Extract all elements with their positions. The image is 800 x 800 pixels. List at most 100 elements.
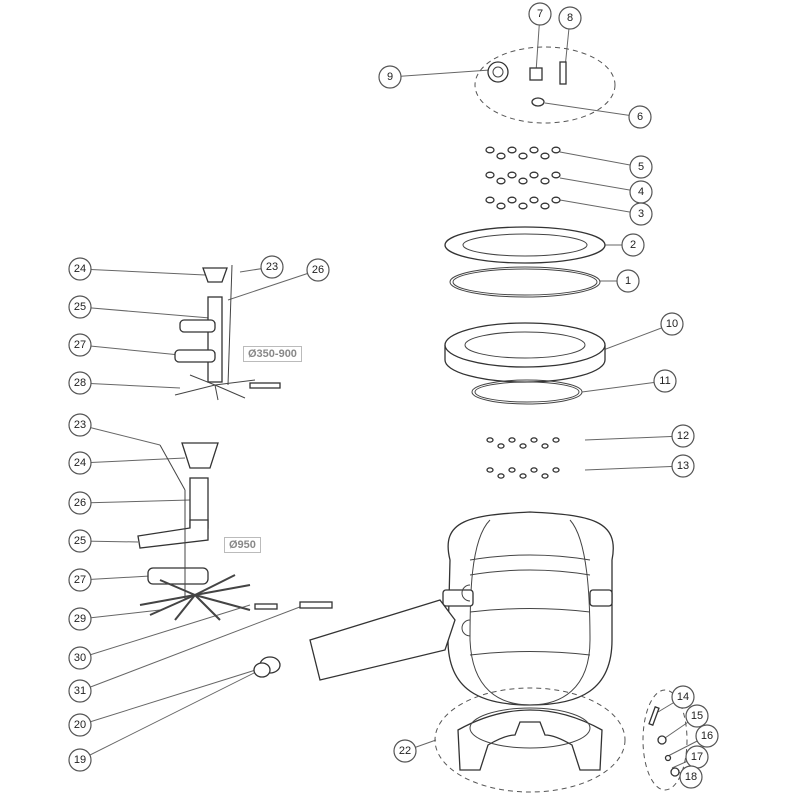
callout-circle [558, 6, 582, 30]
leader-line [79, 664, 271, 761]
fastener [529, 171, 539, 179]
body-callout-panel [309, 599, 456, 681]
callout-number: 23 [74, 419, 86, 431]
size-tag-350-900: Ø350-900 [243, 346, 302, 362]
tank-base [457, 707, 603, 771]
callout-circle [660, 312, 684, 336]
fastener [552, 467, 560, 473]
callout-number: 17 [691, 751, 703, 763]
callout-number: 19 [74, 754, 86, 766]
callout-circle [695, 724, 719, 748]
callout-number: 22 [399, 745, 411, 757]
callout-number: 9 [387, 71, 393, 83]
fastener [507, 196, 517, 204]
fastener [507, 146, 517, 154]
leader-line [79, 382, 181, 389]
callout-number: 10 [666, 318, 678, 330]
fastener [508, 437, 516, 443]
callout-circle [68, 646, 92, 670]
callout-circle [68, 371, 92, 395]
fastener [518, 177, 528, 185]
o-ring-small [531, 97, 545, 107]
callout-number: 27 [74, 339, 86, 351]
callout-circle [628, 105, 652, 129]
leader-line [389, 69, 491, 78]
callout-circle [68, 257, 92, 281]
fastener [541, 443, 549, 449]
callout-number: 8 [567, 12, 573, 24]
callout-circle [671, 685, 695, 709]
callout-circle [68, 568, 92, 592]
callout-number: 4 [638, 186, 644, 198]
callout-circle [378, 65, 402, 89]
callout-circle [306, 258, 330, 282]
callout-number: 30 [74, 652, 86, 664]
callout-number: 28 [74, 377, 86, 389]
lateral-assembly-small [174, 264, 281, 401]
leader-line [79, 609, 161, 620]
leader-line [79, 667, 263, 726]
callout-number: 29 [74, 613, 86, 625]
fastener [518, 152, 528, 160]
fastener [551, 146, 561, 154]
callout-circle [68, 748, 92, 772]
fastener [496, 202, 506, 210]
callout-number: 3 [638, 208, 644, 220]
fastener [541, 473, 549, 479]
callout-number: 26 [312, 264, 324, 276]
callout-number: 24 [74, 263, 86, 275]
callout-circle [68, 679, 92, 703]
fastener [486, 437, 494, 443]
size-tag-950: Ø950 [224, 537, 261, 553]
leader-line [559, 151, 642, 168]
leader-line [79, 604, 251, 659]
callout-circle [653, 369, 677, 393]
callout-circle [68, 451, 92, 475]
fastener [485, 171, 495, 179]
callout-circle [260, 255, 284, 279]
fastener [496, 177, 506, 185]
leader-line [79, 604, 306, 692]
callout-number: 13 [677, 460, 689, 472]
fastener [540, 152, 550, 160]
leader-line [581, 380, 666, 393]
fastener [552, 437, 560, 443]
fastener [519, 443, 527, 449]
callout-number: 16 [701, 730, 713, 742]
fastener [497, 473, 505, 479]
callout-circle [68, 713, 92, 737]
base-group-outline [434, 687, 626, 793]
callout-number: 7 [537, 8, 543, 20]
callout-circle [629, 202, 653, 226]
callout-number: 14 [677, 691, 689, 703]
fastener [540, 202, 550, 210]
lid-o-ring [449, 266, 601, 298]
hardware-group-outline [642, 689, 688, 791]
fastener [551, 171, 561, 179]
leader-line [79, 424, 161, 446]
valve-group-outline [474, 46, 616, 124]
leader-line [227, 269, 319, 301]
leader-line [544, 102, 641, 118]
callout-circle [671, 424, 695, 448]
fastener [529, 146, 539, 154]
callout-number: 5 [638, 161, 644, 173]
callout-circle [616, 269, 640, 293]
lid-flange [444, 226, 606, 264]
callout-number: 1 [625, 275, 631, 287]
leader-line [559, 199, 642, 215]
leader-line [559, 177, 642, 193]
callout-circle [68, 413, 92, 437]
fastener [530, 467, 538, 473]
callout-circle [68, 295, 92, 319]
fastener [529, 196, 539, 204]
fastener [507, 171, 517, 179]
callout-number: 6 [637, 111, 643, 123]
callout-circle [685, 704, 709, 728]
fastener [486, 467, 494, 473]
callout-circle [68, 607, 92, 631]
bolts-and-washers [485, 146, 561, 479]
fastener [551, 196, 561, 204]
callout-circle [629, 155, 653, 179]
